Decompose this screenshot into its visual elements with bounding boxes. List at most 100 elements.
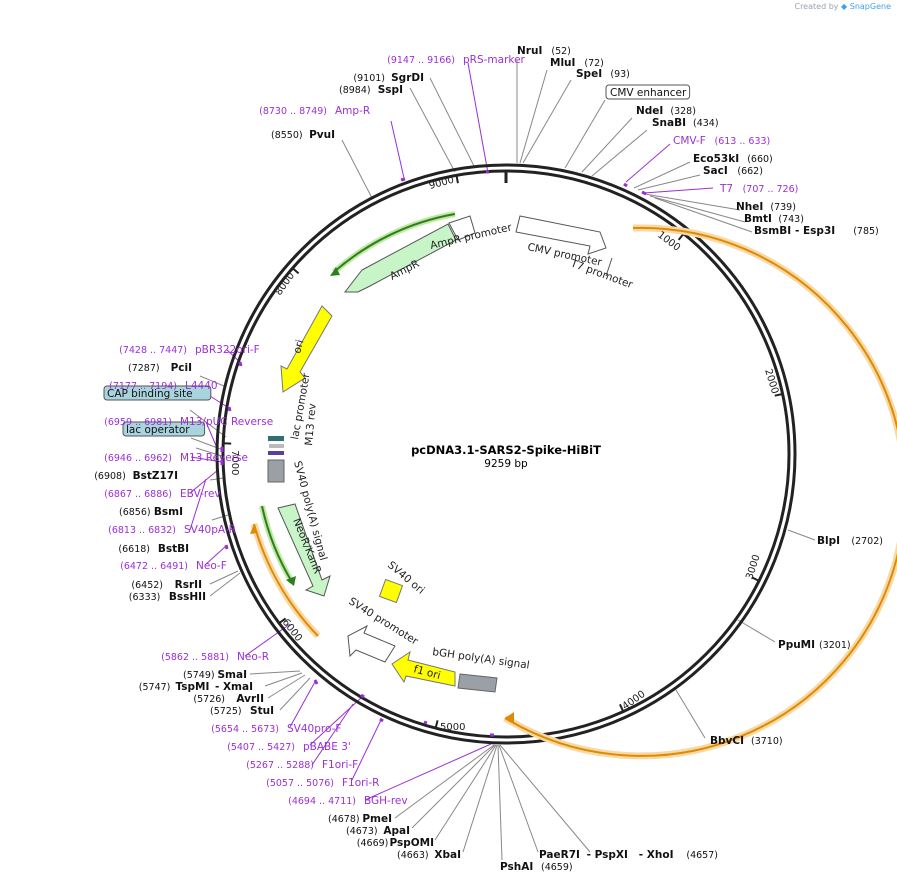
- apai-site-pos: (4673): [346, 826, 378, 837]
- orf-arc-glow: [503, 224, 897, 760]
- spike-orf-arc: [504, 226, 897, 757]
- bsshii-site-pos: (6333): [129, 592, 161, 603]
- eco53ki-site-pos: (660): [747, 154, 773, 165]
- neor-cds-arrowhead: [286, 576, 296, 586]
- bmti-site-pos: (743): [778, 214, 804, 225]
- bstbi-site-pos: (6618): [118, 544, 150, 555]
- pcii-site-label: PciI: [171, 362, 192, 374]
- sspi-site-pos: (8984): [339, 85, 371, 96]
- m13reverse-primer-pos: (6946 .. 6962): [104, 453, 172, 464]
- sv40par-primer-pos: (6813 .. 6832): [108, 525, 176, 536]
- tick-label-9000: 9000: [428, 175, 455, 192]
- ori-arrow: [280, 305, 333, 393]
- smai-site-pos: (5749): [183, 670, 215, 681]
- sgrdi-site-label: SgrDI: [391, 72, 424, 84]
- prs-primer-pos: (9147 .. 9166): [387, 55, 455, 66]
- saci-site-pos: (662): [737, 166, 763, 177]
- tick-9000: [455, 175, 459, 184]
- bsmbi-site-pos: (785): [853, 226, 879, 237]
- cap-label-box: [103, 385, 212, 401]
- spei-site-label: SpeI: [576, 68, 602, 80]
- cmv-enhancer-box: [605, 84, 691, 100]
- ndei-site-label: NdeI: [636, 105, 663, 117]
- nhei-site-label: NheI: [736, 201, 763, 213]
- xbai-site-pos: (4663): [397, 850, 429, 861]
- spike-orf-arrowhead: [505, 712, 514, 724]
- prs-primer-label: pRS-marker: [463, 54, 526, 66]
- pbr322-primer-label: pBR322ori-F: [195, 344, 260, 356]
- sv40prof-primer-pos: (5654 .. 5673): [211, 724, 279, 735]
- backbone-outer: [215, 163, 797, 745]
- bgh-polya-block: [457, 673, 498, 693]
- amp-promoter-arrow: [448, 215, 476, 241]
- tick-8000: [291, 267, 300, 275]
- pshai-site-pos: (4659): [541, 862, 573, 873]
- neof-primer-pos: (6472 .. 6491): [120, 561, 188, 572]
- credit-prefix: Created by: [794, 2, 839, 11]
- smai-site-label: SmaI: [218, 669, 248, 681]
- bsmi-site-label: BsmI: [154, 506, 183, 518]
- ebvrev-primer-label: EBV-rev: [180, 488, 221, 500]
- blpi-site-label: BlpI: [817, 535, 840, 547]
- bghrev-primer-pos: (4694 .. 4711): [288, 796, 356, 807]
- sv40prof-primer-label: SV40pro-F: [287, 723, 341, 735]
- sspi-site-label: SspI: [378, 84, 403, 96]
- cmvf-primer-label: CMV-F: [673, 135, 706, 147]
- f1-ori-arrow: [391, 650, 456, 687]
- rsrii-site-label: RsrII: [175, 579, 202, 591]
- pspomi-site-pos: (4669): [357, 838, 389, 849]
- l4440-primer-pos: (7177 .. 7194): [109, 381, 177, 392]
- cmv-promoter-arrow: [515, 215, 607, 255]
- tspmi-site-label: TspMI: [176, 681, 210, 693]
- snabi-site-label: SnaBI: [652, 117, 686, 129]
- lacop-label-box: [122, 421, 206, 437]
- t7-primer-pos: (707 .. 726): [743, 184, 799, 195]
- cmvf-primer-pos: (613 .. 633): [715, 136, 771, 147]
- ppumi-site-pos: (3201): [819, 640, 851, 651]
- neor-primer-label: Neo-R: [237, 651, 269, 663]
- ndei-site-pos: (328): [670, 106, 696, 117]
- credit-brand: SnapGene: [849, 2, 891, 11]
- rsrii-site-pos: (6452): [131, 580, 163, 591]
- bbvci-site-label: BbvCI: [710, 735, 744, 747]
- pspomi-site-label: PspOMI: [389, 837, 434, 849]
- tick-3000: [751, 576, 760, 582]
- bsmbi-site-label-2: - Esp3I: [795, 225, 835, 237]
- neor-orf-arc: [253, 523, 319, 637]
- sv40-promoter-arrow: [347, 624, 396, 663]
- f1orif-primer-label: F1ori-F: [322, 759, 358, 771]
- neof-primer-label: Neo-F: [196, 560, 227, 572]
- neor-cds-line: [261, 505, 293, 583]
- tspmi-site-label-2: - XmaI: [215, 681, 253, 693]
- tspmi-site-pos: (5747): [139, 682, 171, 693]
- mlui-site-pos: (72): [584, 58, 604, 69]
- m13puc-primer-label: M13/pUC Reverse: [180, 416, 273, 428]
- pmei-site-label: PmeI: [362, 813, 392, 825]
- cmv-enhancer-label: CMV enhancer: [610, 87, 687, 99]
- paer7i-site-pos: (4657): [686, 850, 718, 861]
- pshai-site-label: PshAI: [500, 861, 533, 873]
- pcii-site-pos: (7287): [128, 363, 160, 374]
- stui-site-label: StuI: [250, 705, 274, 717]
- avrii-site-label: AvrII: [236, 693, 264, 705]
- sgrdi-site-pos: (9101): [353, 73, 385, 84]
- ampr-primer-label: Amp-R: [335, 105, 370, 117]
- l4440-primer-label: L4440: [185, 380, 218, 392]
- pbr322-primer-pos: (7428 .. 7447): [119, 345, 187, 356]
- tick-5000: [434, 720, 439, 729]
- spei-site-pos: (93): [610, 69, 630, 80]
- stui-site-pos: (5725): [210, 706, 242, 717]
- xbai-site-label: XbaI: [434, 849, 461, 861]
- bstz17i-site-label: BstZ17I: [133, 470, 178, 482]
- t7-primer-label: T7: [719, 183, 733, 195]
- tick-4000: [619, 703, 625, 712]
- bstbi-site-label: BstBI: [158, 543, 189, 555]
- snabi-site-pos: (434): [693, 118, 719, 129]
- m13rev-label: M13 rev: [303, 403, 319, 446]
- ebvrev-primer-pos: (6867 .. 6886): [104, 489, 172, 500]
- site-labels: NruI(52)MluI(72)SpeI(93)NdeI(328)SnaBI(4…: [94, 45, 883, 873]
- tick-1000: [677, 233, 685, 241]
- ampr-cds-arrow: [343, 223, 457, 293]
- saci-site-label: SacI: [703, 165, 728, 177]
